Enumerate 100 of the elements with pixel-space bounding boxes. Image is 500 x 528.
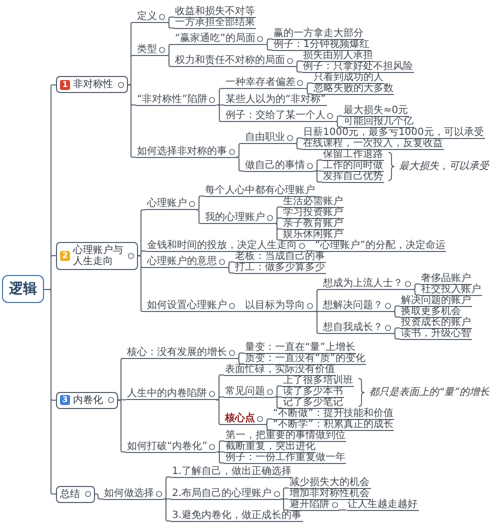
subtopic [174,56,294,67]
connector-line [196,209,204,224]
topic-text: 例子：只拿好处不担风险 [303,62,413,72]
topic-text: 解决问题的账户 [401,296,471,306]
connector-line [128,84,136,158]
connector-line [294,60,302,67]
topic-text: 心理账户 [147,199,187,210]
topic-text: 自由职业 [245,133,285,143]
topic-text: 损失由别人承担 [303,50,373,60]
connector-line [138,250,146,256]
topic-text: 读书，升级心智 [401,328,471,338]
main-topic-box [56,486,95,502]
connector-line [236,156,244,172]
topic-text: 赢的一方拿走大部分 [273,28,364,38]
topic-text: 例子：一份工作重复做一年 [225,452,346,462]
connector-line [94,494,104,500]
connector-line [306,250,314,252]
topic-text: 权力和责任不对称的局面 [175,56,285,66]
connector-line [280,498,290,510]
connector-line [118,358,126,401]
number-marker: 3 [60,395,70,406]
topic-text: 收益和损失不对等 [175,6,255,16]
connector-line [216,452,225,464]
topic-text: 老板：当成自己的事 [235,252,325,262]
connector-line [216,374,224,400]
subtopic [103,488,163,500]
connector-line [314,170,322,172]
topic-text: 定义 [137,12,157,22]
topic-text: 心理账户与人生走向 [73,244,123,267]
subtopic [244,133,294,144]
topic-text: 换取更多机会 [401,306,461,316]
connector-line [226,267,234,274]
topic-text: 保留工作退路 [323,150,383,160]
connector-line [334,121,343,128]
topic-text: 人生中的内卷陷阱 [127,389,207,400]
topic-text: 内卷化 [73,394,103,406]
topic-text: 让人生越走越好 [348,500,418,510]
connector-line [314,311,322,312]
connector-line [226,262,234,268]
topic-text: 类型 [137,45,157,55]
subtopic [322,279,412,290]
topic-text: 社交投入账户 [421,284,481,294]
topic-text: “非对称性”陷阱 [137,94,208,104]
topic-text: 截断重复，突出进化 [225,442,316,452]
connector-line [166,22,174,28]
number-marker: 2 [60,250,70,261]
topic-text: 如何打破“内卷化” [127,442,208,452]
connector-line [334,116,343,122]
subtopic [224,386,274,398]
topic-text: 例子：交给了某一个人 [225,111,326,121]
connector-line [392,306,400,312]
connector-line [216,88,225,106]
subtopic [126,389,216,400]
topic-text: 只看到成功的人 [313,72,384,82]
topic-text: 投资成长的账户 [401,318,471,328]
connector-line [412,289,420,296]
topic-text: 上了很多培训班 [283,376,353,386]
topic-text: 表面忙碌，实际没有价值 [225,364,335,374]
connector-line [294,138,302,144]
subtopic [224,78,304,89]
topic-text: 如何选择非对称的事 [137,146,227,157]
topic-text: 避开陷阱 [290,500,330,510]
connector-line [166,55,174,67]
topic-text: 工作的同时做 [323,160,383,170]
topic-text: 一方承担全部结果 [175,18,255,28]
topic-text: 最大损失≈0元 [343,106,408,116]
central-topic-box [2,275,44,304]
topic-text: 想解决问题？ [323,301,383,311]
topic-text: 打工：做多少算多少 [235,262,325,272]
connector-line [118,400,126,452]
connector-line [294,66,302,72]
summary-text: 都只是表面上的“量”的增长 [369,386,490,398]
subtopic [126,348,236,359]
connector-line [196,196,204,210]
connector-line [216,104,225,122]
topic-text: 核心：没有发展的增长 [127,348,227,358]
topic-text: “不断做”：提升技能和价值 [273,408,394,418]
connector-line [138,255,146,312]
topic-text: 常见问题 [225,386,265,396]
connector-line [166,44,174,56]
connector-line [162,498,172,522]
connector-line [274,223,282,240]
connector-line [44,288,56,494]
topic-text: 以目标为导向 [245,301,305,311]
topic-text: 亲子教育账户 [283,218,343,228]
subtopic [136,146,236,158]
connector-line [304,88,313,94]
topic-text: 增加非对称性机会 [290,488,370,498]
topic-text: 2.布局自己的心理账户 [172,488,272,498]
topic-text: 忽略失败的大多数 [313,84,394,94]
subtopic [244,301,314,312]
connector-line [274,396,282,398]
connector-line [314,289,322,312]
topic-text: 非对称性 [73,79,113,90]
connector-line [280,498,290,500]
topic-text: 在线课程，一次投入，反复收益 [303,138,443,148]
number-marker: 1 [60,80,70,90]
subtopic [146,257,226,268]
connector-line [216,396,224,400]
topic-text: 心理账户的意思 [147,257,217,267]
